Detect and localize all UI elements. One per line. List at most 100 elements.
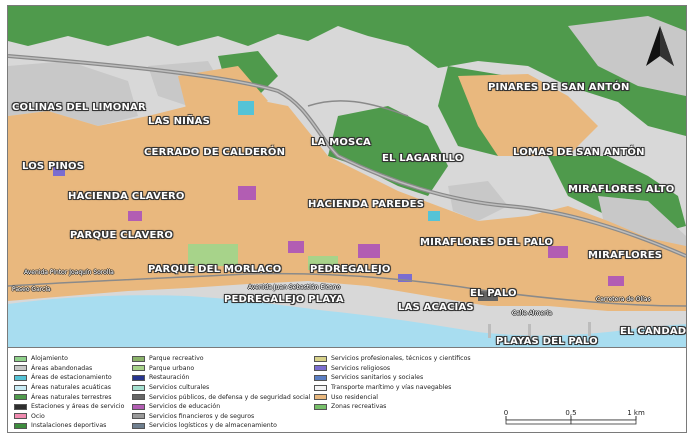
legend-item: Servicios culturales xyxy=(132,383,310,393)
place-el-candado: EL CANDADO xyxy=(620,326,687,337)
place-playas-del-palo: PLAYAS DEL PALO xyxy=(496,336,598,347)
legend-swatch xyxy=(314,394,327,401)
place-pedregalejo: PEDREGALEJO xyxy=(310,264,391,275)
legend-swatch xyxy=(14,365,27,372)
scale-tick-2: 1 km xyxy=(627,409,645,417)
legend-swatch xyxy=(14,422,27,429)
legend-item: Servicios financieros y de seguros xyxy=(132,412,310,422)
legend-label: Zonas recreativas xyxy=(331,403,387,411)
street-paseo-garcia: Paseo García xyxy=(12,286,51,293)
place-cerrado-de-calderon: CERRADO DE CALDERÓN xyxy=(144,147,286,158)
road-network xyxy=(8,54,686,307)
piers xyxy=(488,322,591,338)
legend-label: Alojamiento xyxy=(31,355,68,363)
legend-swatch xyxy=(14,355,27,362)
legend-swatch xyxy=(132,355,145,362)
residential-areas xyxy=(8,66,686,311)
legend-swatch xyxy=(314,365,327,372)
place-miraflores-del-palo: MIRAFLORES DEL PALO xyxy=(420,237,554,248)
legend-swatch xyxy=(14,403,27,410)
legend-item: Parque recreativo xyxy=(132,354,310,364)
place-las-ninas: LAS NIÑAS xyxy=(148,116,210,127)
legend-swatch xyxy=(314,374,327,381)
place-los-pinos: LOS PINOS xyxy=(22,161,85,172)
legend-item: Ocio xyxy=(14,412,124,422)
scale-bar: 0 0,5 1 km xyxy=(504,409,645,425)
legend-item: Servicios profesionales, técnicos y cien… xyxy=(314,354,471,364)
legend-item: Uso residencial xyxy=(314,392,471,402)
legend-swatch xyxy=(132,422,145,429)
legend-swatch xyxy=(132,394,145,401)
legend-item: Áreas abandonadas xyxy=(14,364,124,374)
legend-swatch xyxy=(132,403,145,410)
legend-label: Servicios de educación xyxy=(149,403,221,411)
legend-item: Servicios logísticos y de almacenamiento xyxy=(132,421,310,431)
legend-item: Estaciones y áreas de servicio xyxy=(14,402,124,412)
legend-label: Servicios públicos, de defensa y de segu… xyxy=(149,393,311,401)
legend-swatch xyxy=(14,394,27,401)
legend-swatch xyxy=(132,413,145,420)
place-colinas-del-limonar: COLINAS DEL LIMONAR xyxy=(12,102,146,113)
place-hacienda-clavero: HACIENDA CLAVERO xyxy=(68,191,185,202)
place-el-palo: EL PALO xyxy=(470,288,517,299)
legend-swatch xyxy=(314,384,327,391)
legend-swatch xyxy=(132,365,145,372)
legend-label: Áreas de estacionamiento xyxy=(31,374,112,382)
place-pinares-de-san-anton: PINARES DE SAN ANTÓN xyxy=(488,82,630,93)
legend-item: Áreas de estacionamiento xyxy=(14,373,124,383)
legend-item: Servicios religiosos xyxy=(314,364,471,374)
legend-label: Servicios religiosos xyxy=(331,364,391,372)
service-areas xyxy=(53,101,624,301)
legend-swatch xyxy=(132,384,145,391)
legend-item: Parque urbano xyxy=(132,364,310,374)
place-el-lagarillo: EL LAGARILLO xyxy=(382,153,464,164)
map-frame: COLINAS DEL LIMONAR LAS NIÑAS CERRADO DE… xyxy=(7,5,687,433)
legend-swatch xyxy=(14,374,27,381)
map-canvas[interactable] xyxy=(8,6,686,347)
legend-label: Estaciones y áreas de servicio xyxy=(31,403,125,411)
legend-label: Transporte marítimo y vías navegables xyxy=(331,384,452,392)
legend-label: Uso residencial xyxy=(331,393,378,401)
place-miraflores-alto: MIRAFLORES ALTO xyxy=(568,184,675,195)
place-pedregalejo-playa: PEDREGALEJO PLAYA xyxy=(224,294,344,305)
legend-label: Servicios sanitarios y sociales xyxy=(331,374,424,382)
legend-item: Instalaciones deportivas xyxy=(14,421,124,431)
place-parque-del-morlaco: PARQUE DEL MORLACO xyxy=(148,264,282,275)
scale-tick-0: 0 xyxy=(504,409,508,417)
legend-label: Áreas abandonadas xyxy=(31,364,93,372)
legend-item: Alojamiento xyxy=(14,354,124,364)
legend-label: Restauración xyxy=(149,374,190,382)
sea[interactable] xyxy=(8,295,686,347)
place-miraflores: MIRAFLORES xyxy=(588,250,663,261)
place-parque-clavero: PARQUE CLAVERO xyxy=(70,230,174,241)
street-avenida-juan-sebastian-elcano: Avenida Juan Sebastián Elcano xyxy=(248,284,341,291)
legend-label: Áreas naturales acuáticas xyxy=(31,384,112,392)
legend-label: Instalaciones deportivas xyxy=(31,422,107,430)
place-la-mosca: LA MOSCA xyxy=(311,137,371,148)
legend-label: Parque recreativo xyxy=(149,355,204,363)
legend-swatch xyxy=(314,355,327,362)
street-calle-almeria: Calle Almería xyxy=(512,310,552,317)
legend-label: Servicios logísticos y de almacenamiento xyxy=(149,422,277,430)
place-las-acacias: LAS ACACIAS xyxy=(398,302,474,313)
legend-item: Servicios de educación xyxy=(132,402,310,412)
legend-item: Zonas recreativas xyxy=(314,402,471,412)
legend-swatch xyxy=(14,384,27,391)
legend-label: Servicios profesionales, técnicos y cien… xyxy=(331,355,471,363)
legend-label: Servicios financieros y de seguros xyxy=(149,412,255,420)
legend-label: Parque urbano xyxy=(149,364,195,372)
legend-swatch xyxy=(14,413,27,420)
street-carretera-olias: Carretera de Olías xyxy=(596,296,651,303)
legend-label: Áreas naturales terrestres xyxy=(31,393,112,401)
legend-label: Ocio xyxy=(31,412,45,420)
legend-label: Servicios culturales xyxy=(149,384,210,392)
legend-item: Áreas naturales acuáticas xyxy=(14,383,124,393)
north-arrow-icon xyxy=(646,26,674,66)
legend-item: Servicios públicos, de defensa y de segu… xyxy=(132,392,310,402)
legend-swatch xyxy=(132,374,145,381)
scale-tick-1: 0,5 xyxy=(565,409,576,417)
street-avenida-pintor-joaquin-sorolla: Avenida Pintor Joaquín Sorolla xyxy=(24,269,114,276)
